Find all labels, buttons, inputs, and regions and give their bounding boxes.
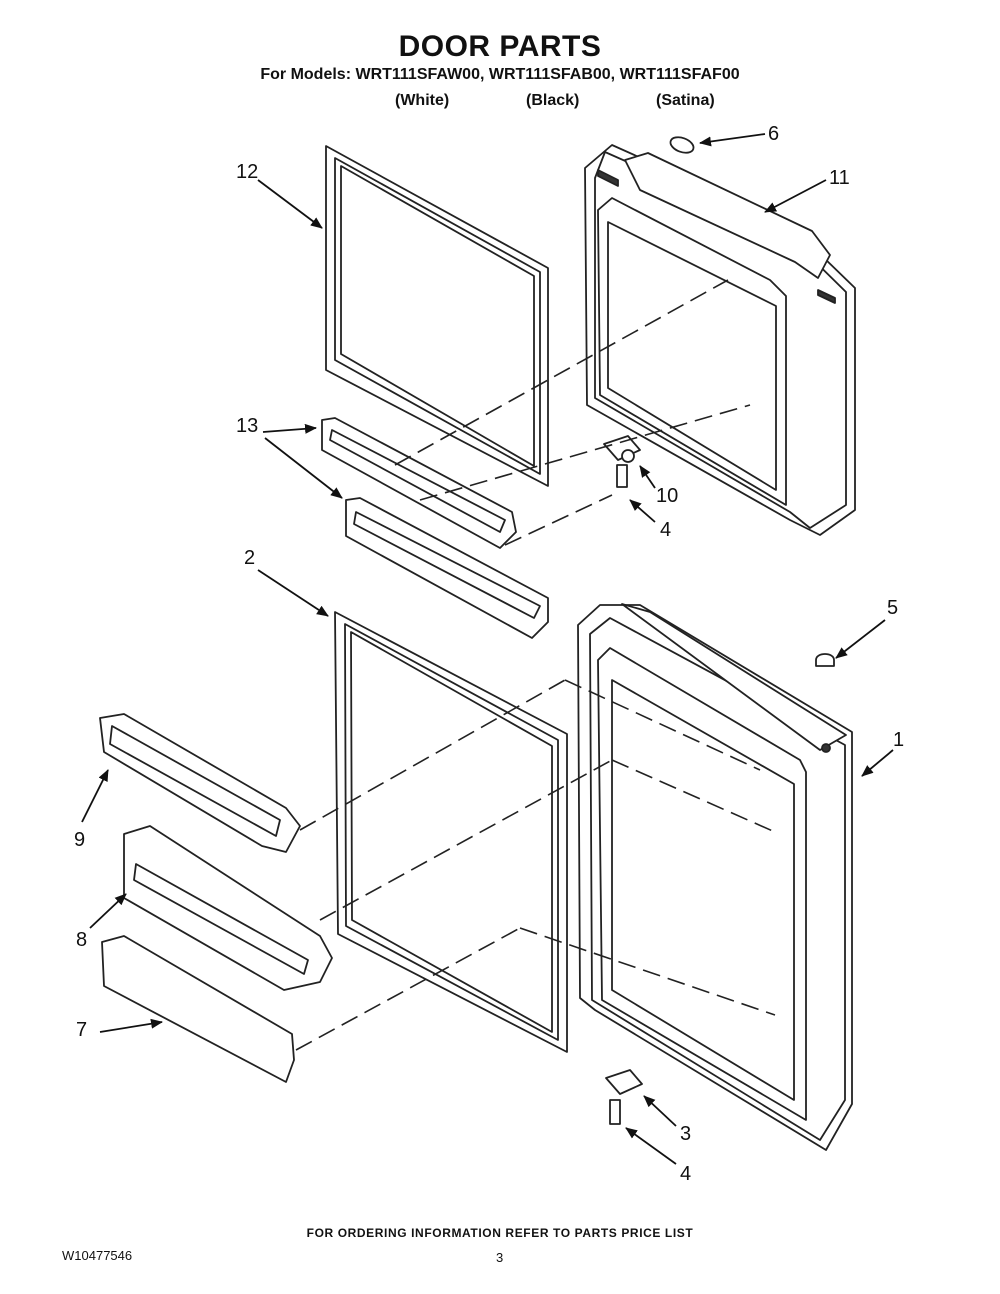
callout-12: 12 xyxy=(236,161,258,183)
callout-11: 11 xyxy=(829,167,850,189)
upper-door-shelf xyxy=(321,417,517,549)
callout-1: 1 xyxy=(893,729,904,751)
callout-3: 3 xyxy=(680,1123,691,1145)
screw-lower xyxy=(609,1099,621,1125)
alignment-lines xyxy=(295,279,776,1051)
hinge-plug xyxy=(815,653,835,667)
fresh-food-door xyxy=(577,603,853,1151)
callout-8: 8 xyxy=(76,929,87,951)
callout-labels: 1 2 3 4 4 5 6 7 8 9 10 11 12 13 xyxy=(74,123,904,1185)
freezer-door xyxy=(584,144,856,536)
variant-white: (White) xyxy=(395,92,450,109)
page-number: 3 xyxy=(496,1250,504,1265)
page-title: DOOR PARTS xyxy=(398,30,602,63)
callout-10: 10 xyxy=(656,485,678,507)
hinge-bracket-upper xyxy=(603,435,641,463)
leader-arrows xyxy=(81,133,894,1165)
lower-door-shelf-freezer xyxy=(345,497,549,639)
callout-2: 2 xyxy=(244,547,255,569)
screw-upper xyxy=(616,464,628,488)
fresh-food-door-gasket xyxy=(334,611,568,1053)
door-bin-8 xyxy=(123,825,333,991)
document-number: W10477546 xyxy=(62,1248,133,1263)
callout-4-upper: 4 xyxy=(660,519,671,541)
cap-ring xyxy=(669,136,695,154)
callout-4-lower: 4 xyxy=(680,1163,691,1185)
callout-5: 5 xyxy=(887,597,898,619)
ordering-note: FOR ORDERING INFORMATION REFER TO PARTS … xyxy=(306,1226,694,1240)
variant-satina: (Satina) xyxy=(656,92,715,109)
freezer-door-gasket xyxy=(325,145,549,487)
models-line: For Models: WRT111SFAW00, WRT111SFAB00, … xyxy=(260,66,740,83)
callout-6: 6 xyxy=(768,123,779,145)
variant-black: (Black) xyxy=(526,92,580,109)
door-shelf-9 xyxy=(99,713,301,853)
callout-9: 9 xyxy=(74,829,85,851)
door-bin-7 xyxy=(101,935,295,1083)
callout-13: 13 xyxy=(236,415,258,437)
callout-7: 7 xyxy=(76,1019,87,1041)
hinge-bracket-lower xyxy=(605,1069,643,1095)
